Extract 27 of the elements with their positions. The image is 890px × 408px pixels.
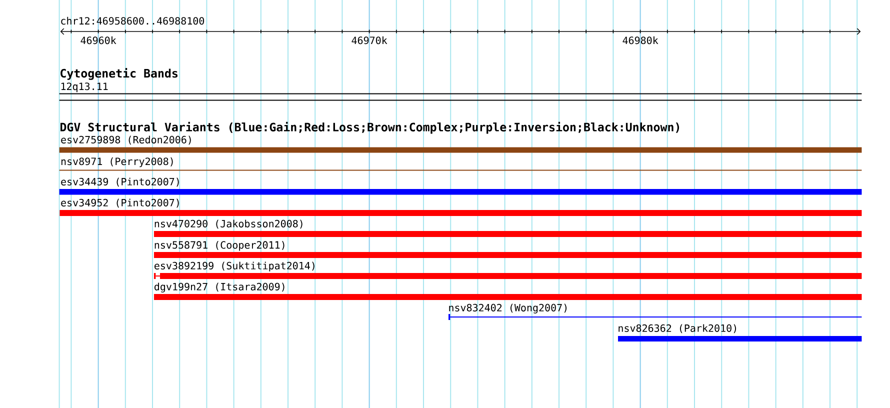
variant-label: dgv199n27 (Itsara2009) [154, 282, 284, 292]
variant-bar [59, 147, 862, 153]
variant-bar [59, 189, 862, 195]
variant-label: nsv826362 (Park2010) [618, 324, 736, 334]
variant-label: esv34439 (Pinto2007) [61, 178, 179, 187]
variant-label: nsv558791 (Cooper2011) [154, 241, 284, 251]
tick-label: 46960k [80, 36, 116, 44]
coordinate-label: chr12:46958600..46988100 [61, 16, 204, 25]
track-heading: DGV Structural Variants (Blue:Gain;Red:Loss;Brown:Complex;Purple:Inversion;Black:Unknown) [60, 122, 680, 134]
variant-label: esv2759898 (Redon2006) [61, 136, 191, 145]
variant-line [58, 170, 862, 171]
variant-bar [618, 336, 862, 342]
variant-label: esv34952 (Pinto2007) [61, 198, 179, 208]
variant-label: nsv8971 (Perry2008) [61, 157, 173, 168]
tick-label: 46980k [622, 36, 658, 44]
variant-label: esv3892199 (Suktitipat2014) [154, 262, 314, 272]
variant-bar [154, 273, 862, 279]
chromosome-band [58, 93, 862, 101]
tick-label: 46970k [352, 36, 388, 44]
band-label: 12q13.11 [61, 82, 108, 92]
variant-line [448, 314, 862, 320]
variant-label: nsv832402 (Wong2007) [449, 304, 567, 314]
variant-bar [154, 231, 862, 237]
variant-bar [154, 252, 862, 258]
variant-bar [154, 294, 862, 300]
variant-label: nsv470290 (Jakobsson2008) [154, 220, 302, 229]
variant-bar [60, 210, 862, 216]
